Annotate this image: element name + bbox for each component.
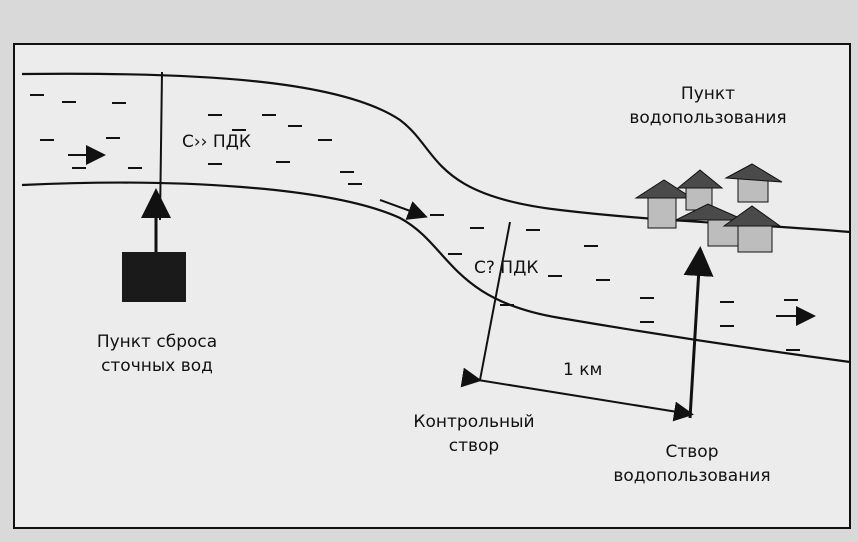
control-section-line2: створ: [448, 436, 500, 456]
houses-icon: [634, 163, 783, 253]
water-ripples: [30, 94, 800, 351]
concentration-downstream-label: С? ПДК: [474, 258, 539, 278]
river-lower-bank: [21, 181, 851, 364]
water-use-section-line1: Створ: [665, 442, 719, 462]
distance-dimension-line: [460, 367, 694, 422]
outlet-block-icon: [122, 252, 186, 302]
flow-arrow-icon: [379, 199, 428, 220]
discharge-point-line2: сточных вод: [101, 356, 213, 376]
water-use-point-label: Пункт водопользования: [628, 82, 788, 130]
water-use-point-line2: водопользования: [629, 108, 787, 128]
control-section-line1: Контрольный: [413, 412, 535, 432]
water-use-section-line2: водопользования: [613, 466, 771, 486]
water-use-point-line1: Пункт: [680, 84, 736, 104]
discharge-point-label: Пункт сброса сточных вод: [72, 330, 242, 378]
discharge-point-line1: Пункт сброса: [96, 332, 218, 352]
water-use-section-label: Створ водопользования: [612, 440, 772, 488]
distance-label: 1 км: [563, 360, 603, 380]
control-section-line: [479, 221, 511, 381]
control-section-label: Контрольный створ: [404, 410, 544, 458]
concentration-upstream-label: C›› ПДК: [182, 132, 252, 152]
